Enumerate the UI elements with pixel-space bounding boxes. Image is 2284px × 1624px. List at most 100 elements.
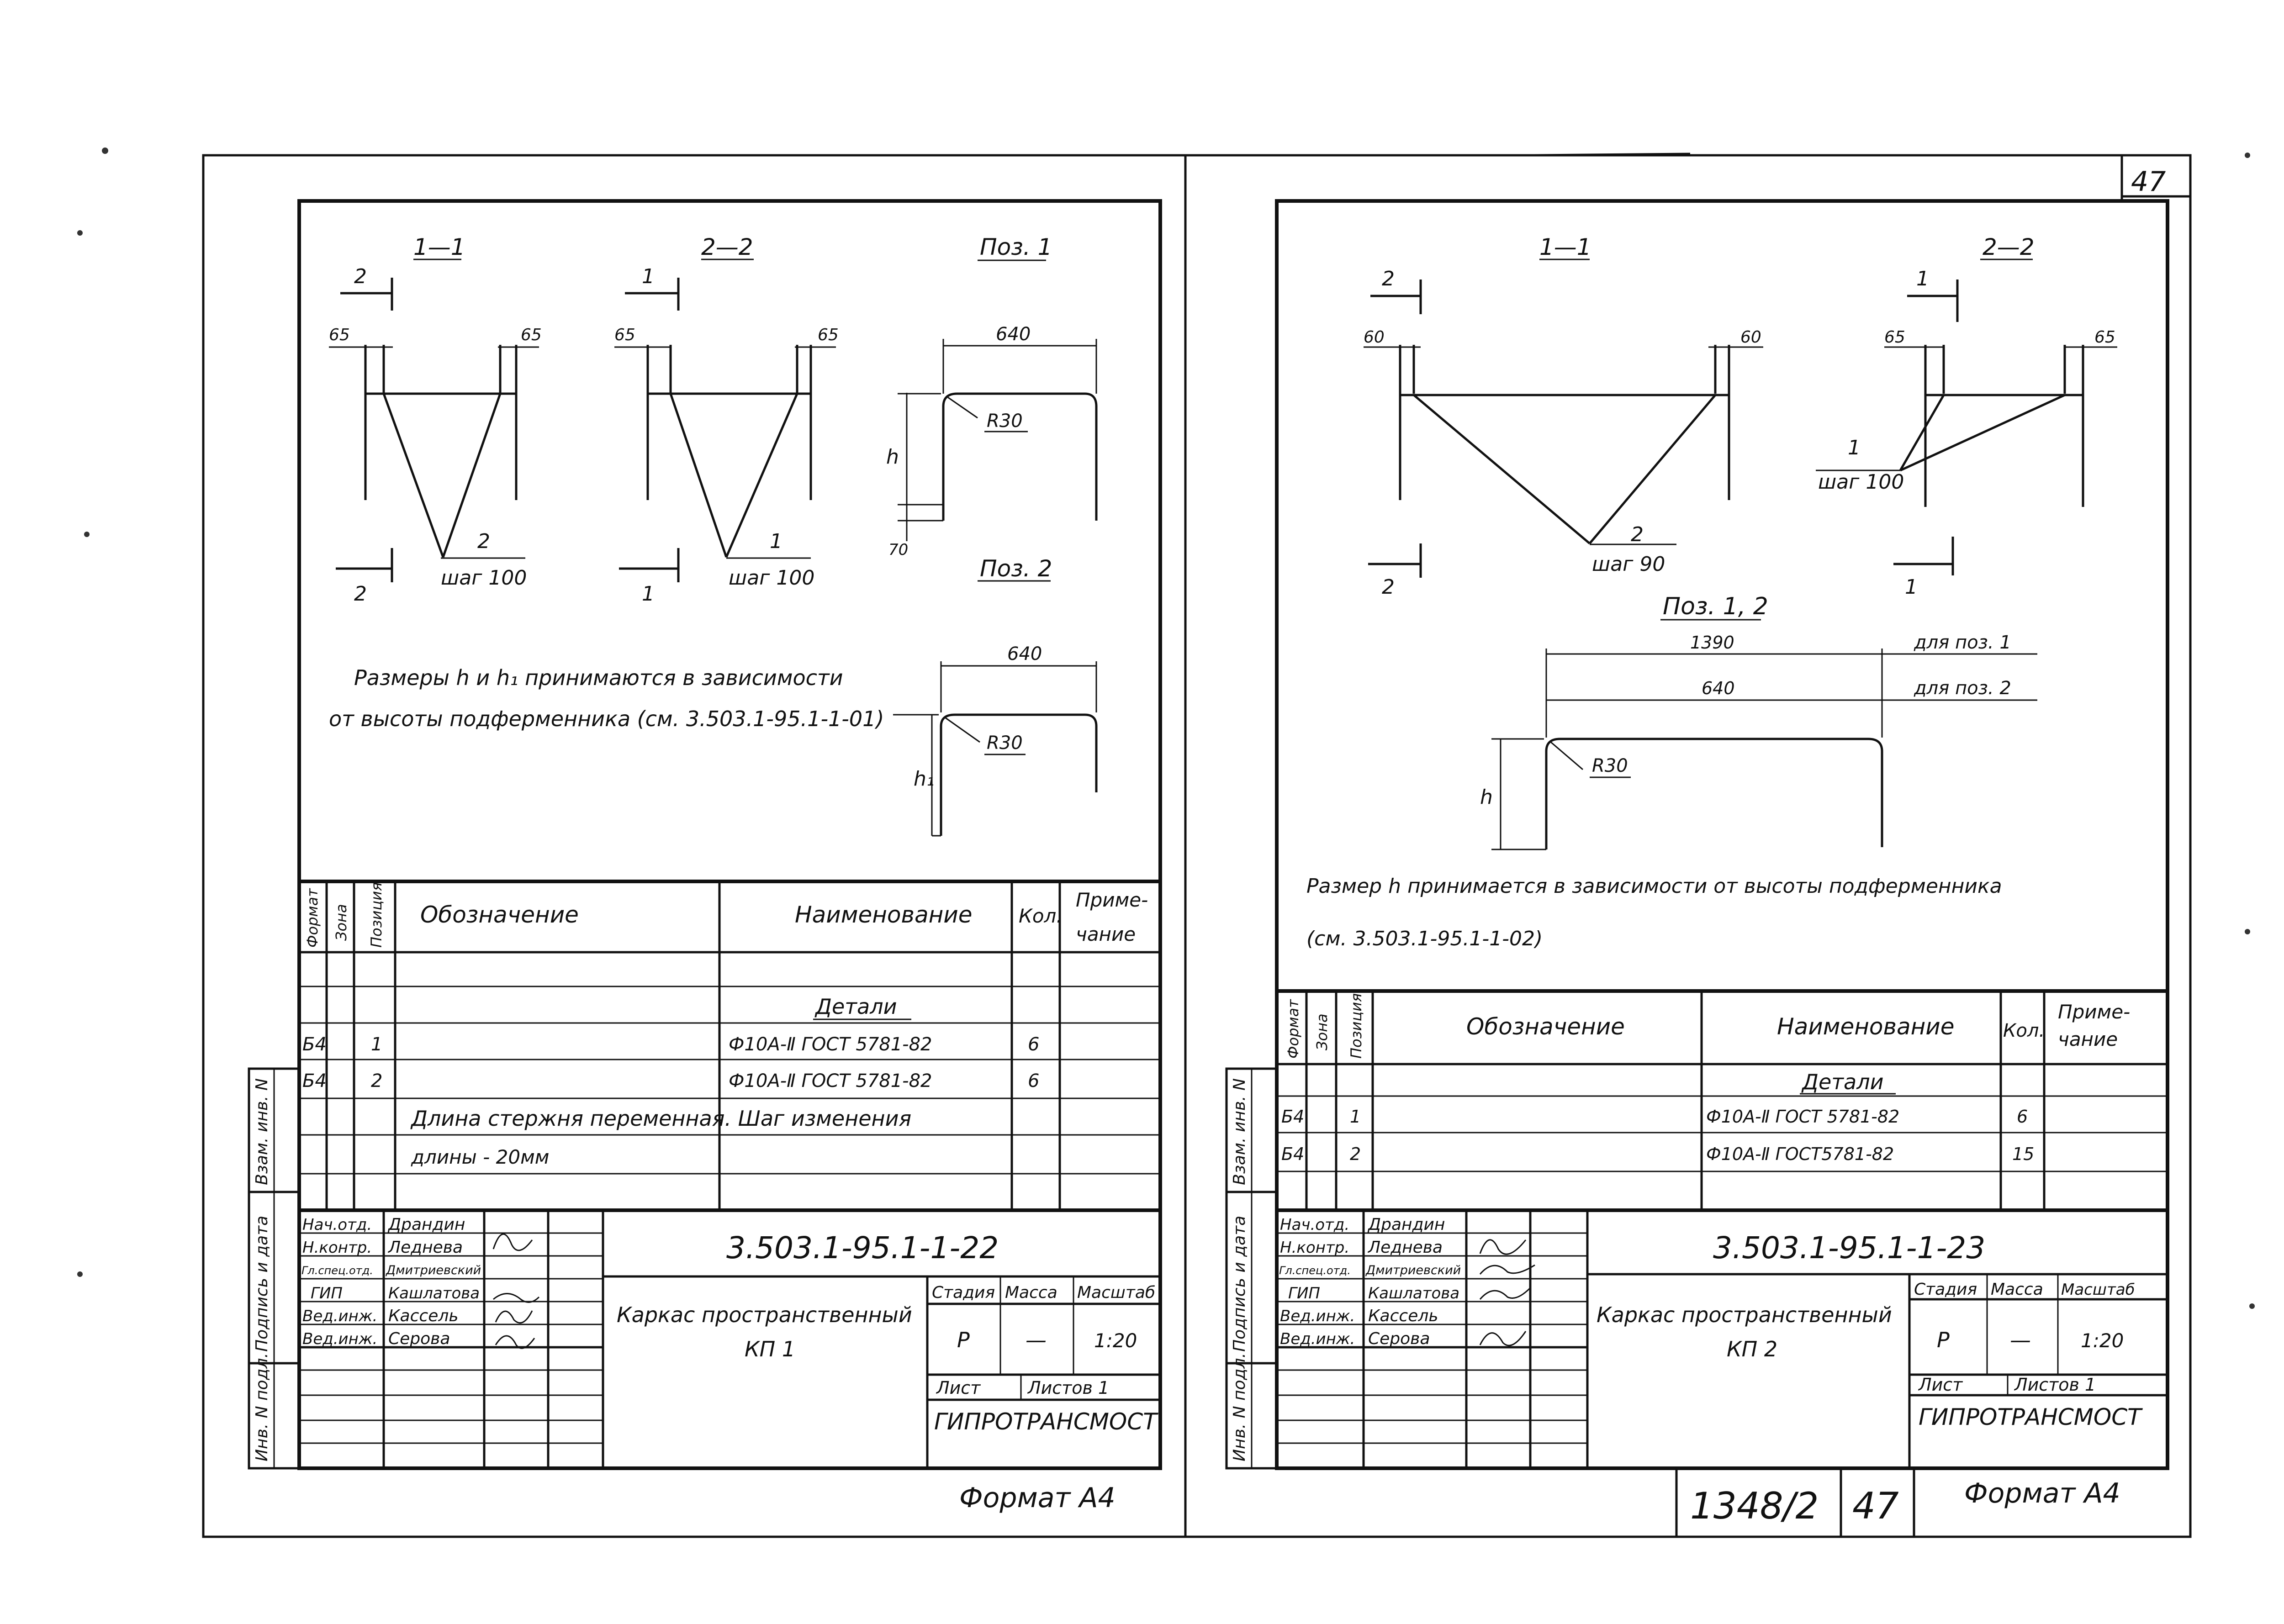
title-line-2: КП 1 xyxy=(745,1337,795,1361)
person-name: Кассель xyxy=(388,1307,459,1325)
person-role: ГИП xyxy=(311,1284,343,1302)
header-note: чание xyxy=(2058,1028,2118,1050)
stage-label: Стадия xyxy=(932,1283,995,1302)
title-block: Нач.отд. Драндин Н.контр. Леднева Гл.спе… xyxy=(299,1208,1160,1468)
note-line-1: Размер h принимается в зависимости от вы… xyxy=(1306,875,2002,898)
person-role: Гл.спец.отд. xyxy=(301,1264,373,1277)
spec-note-line-1: Длина стержня переменная. Шаг изменения xyxy=(410,1106,911,1131)
header-format: Формат xyxy=(304,888,321,948)
header-note: Приме- xyxy=(2058,1001,2130,1023)
person-name: Драндин xyxy=(1367,1215,1445,1234)
cut-mark-label: 2 xyxy=(1382,267,1395,290)
scale-label: Масштаб xyxy=(1077,1283,1155,1302)
side-stamp: Взам. инв. N Подпись и дата Инв. N подл. xyxy=(248,1067,301,1470)
section-1-1-label: 1—1 xyxy=(413,234,465,260)
step-label: шаг 100 xyxy=(729,566,814,590)
signature xyxy=(1479,1331,1527,1346)
row-name: Ф10А-Ⅱ ГОСТ 5781-82 xyxy=(729,1034,932,1055)
row-position: 1 xyxy=(371,1034,382,1055)
row-qty: 6 xyxy=(2017,1107,2028,1127)
stamp-replaced-inv: Взам. инв. N xyxy=(253,1078,271,1185)
note-line-1: Размеры h и h₁ принимаются в зависимости xyxy=(354,665,843,690)
person-name: Серова xyxy=(388,1329,450,1348)
stamp-signature-date: Подпись и дата xyxy=(1230,1216,1249,1352)
person-role: Н.контр. xyxy=(1280,1239,1349,1257)
mass-value: — xyxy=(1026,1328,1047,1352)
left-sheet: 1—1 2 65 65 2 шаг 100 2 2—2 1 65 65 1 ша… xyxy=(202,154,1187,1538)
scale-value: 1:20 xyxy=(2081,1329,2124,1352)
organization: ГИПРОТРАНСМОСТ xyxy=(1919,1404,2143,1430)
scale-label: Масштаб xyxy=(2061,1281,2135,1299)
signature xyxy=(495,1310,533,1324)
person-role: Вед.инж. xyxy=(1280,1330,1355,1348)
row-qty: 6 xyxy=(1028,1034,1039,1055)
radius-r30: R30 xyxy=(1592,755,1628,776)
header-position: Позиция xyxy=(1348,993,1365,1059)
dim-1390: 1390 xyxy=(1690,633,1734,653)
header-name: Наименование xyxy=(795,902,973,928)
title-line-2: КП 2 xyxy=(1727,1337,1777,1361)
dim-h1: h₁ xyxy=(914,767,935,791)
page-number-box xyxy=(2120,155,2190,201)
section-details: Детали xyxy=(814,994,897,1019)
person-name: Леднева xyxy=(387,1238,463,1257)
person-role: Нач.отд. xyxy=(302,1216,372,1234)
person-role: ГИП xyxy=(1288,1284,1320,1302)
row-format: Б4 xyxy=(1281,1144,1304,1164)
dim-for-pos-1: для поз. 1 xyxy=(1914,632,2011,653)
section-1-1-label: 1—1 xyxy=(1539,234,1591,260)
person-name: Леднева xyxy=(1367,1238,1443,1257)
sheet-label: Лист xyxy=(936,1378,981,1398)
radius-r30: R30 xyxy=(987,411,1023,432)
signature xyxy=(493,1293,540,1303)
dim-70: 70 xyxy=(888,541,908,559)
sheets-label: Листов 1 xyxy=(2014,1375,2096,1395)
row-position: 1 xyxy=(1350,1107,1361,1127)
album-box xyxy=(1675,1467,1915,1538)
title-block: Нач.отд. Драндин Н.контр. Леднева Гл.спе… xyxy=(1277,1208,2168,1468)
spec-note-line-2: длины - 20мм xyxy=(411,1146,549,1168)
person-role: Вед.инж. xyxy=(302,1307,377,1325)
person-name: Драндин xyxy=(387,1215,465,1234)
person-role: Нач.отд. xyxy=(1280,1216,1349,1234)
title-line-1: Каркас пространственный xyxy=(1597,1302,1892,1327)
person-name: Кашлатова xyxy=(1368,1284,1459,1302)
dim-640: 640 xyxy=(1702,678,1735,698)
dim-65: 65 xyxy=(2094,328,2115,347)
header-position: Позиция xyxy=(368,882,385,948)
stamp-original-inv: Инв. N подл. xyxy=(253,1353,271,1461)
row-name: Ф10А-Ⅱ ГОСТ 5781-82 xyxy=(729,1070,932,1091)
cut-mark-label: 2 xyxy=(354,582,367,606)
header-designation: Обозначение xyxy=(1466,1013,1625,1040)
dim-h: h xyxy=(1480,786,1493,809)
section-2-2-label: 2—2 xyxy=(701,234,753,260)
right-sheet: 47 1—1 2 60 60 2 шаг 90 2 2—2 1 65 65 1 … xyxy=(1184,153,2192,1538)
cut-mark-label: 2 xyxy=(354,265,367,288)
row-name: Ф10А-Ⅱ ГОСТ5781-82 xyxy=(1706,1144,1894,1164)
dim-65: 65 xyxy=(1884,328,1905,347)
person-name: Серова xyxy=(1368,1329,1430,1348)
row-position: 2 xyxy=(371,1070,382,1091)
organization: ГИПРОТРАНСМОСТ xyxy=(934,1408,1158,1435)
header-zone: Зона xyxy=(1313,1013,1331,1050)
position-1-label: Поз. 1 xyxy=(980,234,1052,260)
section-2-2-label: 2—2 xyxy=(1983,234,2035,260)
row-name: Ф10А-Ⅱ ГОСТ 5781-82 xyxy=(1706,1107,1899,1127)
stage-value: Р xyxy=(1937,1328,1950,1352)
cut-mark-label: 1 xyxy=(642,265,655,288)
header-qty: Кол. xyxy=(1019,905,1063,927)
stamp-signature-date: Подпись и дата xyxy=(253,1216,271,1352)
rod-label: 2 xyxy=(477,530,490,553)
format-label: Формат А4 xyxy=(959,1482,1116,1514)
dim-65: 65 xyxy=(329,326,350,344)
mass-value: — xyxy=(2010,1328,2031,1352)
header-note: Приме- xyxy=(1076,889,1148,911)
title-line-1: Каркас пространственный xyxy=(617,1302,912,1327)
dim-65: 65 xyxy=(614,326,635,344)
person-name: Кашлатова xyxy=(388,1284,480,1302)
rod-label: 2 xyxy=(1631,523,1644,546)
header-zone: Зона xyxy=(333,904,350,941)
person-name: Дмитриевский xyxy=(1365,1263,1461,1277)
document-code: 3.503.1-95.1-1-23 xyxy=(1713,1230,1985,1265)
person-name: Кассель xyxy=(1368,1307,1438,1325)
